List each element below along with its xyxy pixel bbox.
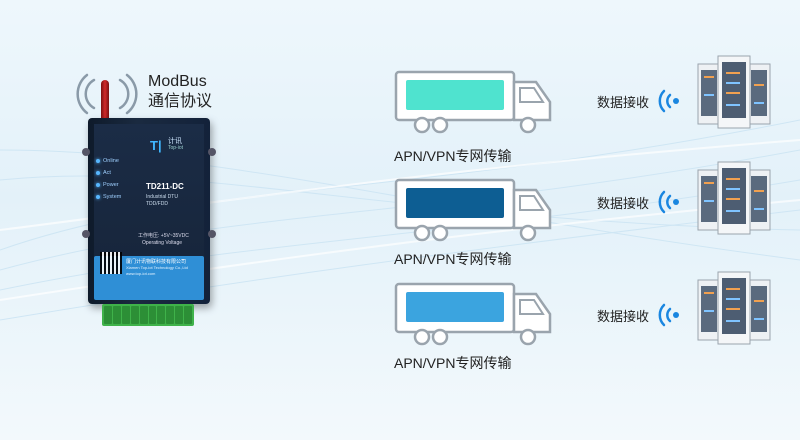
cargo-3	[406, 292, 504, 322]
led-online: Online	[96, 158, 119, 164]
device-brand: 计讯	[168, 138, 182, 145]
mount-hole	[208, 230, 216, 238]
receive-label-2: 数据接收	[597, 196, 650, 211]
server-rack-icon-1	[697, 55, 771, 129]
led-act: Act	[96, 170, 111, 176]
truck-1	[394, 70, 552, 134]
server-rack-icon-2	[697, 161, 771, 235]
led-power: Power	[96, 182, 119, 188]
protocol-name: ModBus	[148, 73, 207, 90]
device-company: 厦门计讯物联科技有限公司	[126, 259, 187, 265]
led-label: Power	[103, 182, 119, 188]
transport-label-2: APN/VPN专网传输	[394, 251, 512, 267]
led-label: Online	[103, 158, 119, 164]
led-label: System	[103, 194, 122, 200]
device-voltage-en: Operating Voltage	[142, 240, 183, 246]
led-label: Act	[103, 170, 111, 176]
antenna-signal-icon	[76, 73, 138, 115]
brand-logo: T|	[150, 138, 162, 153]
device-model-sub1: Industrial DTU	[146, 194, 178, 200]
device-model-sub2: TDD/FDD	[146, 201, 168, 207]
led-system: System	[96, 194, 121, 200]
led-icon	[96, 171, 100, 175]
mount-hole	[82, 230, 90, 238]
led-icon	[96, 195, 100, 199]
truck-3	[394, 282, 552, 346]
mount-hole	[208, 148, 216, 156]
transport-label-1: APN/VPN专网传输	[394, 148, 512, 164]
device-company-en: Xiamen Top-iot Technology Co.,Ltd	[126, 265, 188, 270]
server-rack-icon-3	[697, 271, 771, 345]
led-icon	[96, 159, 100, 163]
led-icon	[96, 183, 100, 187]
qr-code	[100, 252, 122, 274]
dtu-device: T| 计讯 Top-iot Online Act Power System TD…	[78, 118, 220, 304]
signal-icon	[658, 303, 679, 327]
device-brand-en: Top-iot	[168, 145, 184, 151]
antenna	[101, 80, 109, 122]
signal-icon	[658, 190, 679, 214]
receive-label-1: 数据接收	[597, 95, 650, 110]
terminal-block	[102, 304, 194, 326]
device-panel	[94, 124, 204, 258]
protocol-label: ModBus 通信协议	[148, 72, 212, 112]
mount-hole	[82, 148, 90, 156]
device-model: TD211-DC	[146, 182, 184, 191]
transport-label-3: APN/VPN专网传输	[394, 355, 512, 371]
cargo-2	[406, 188, 504, 218]
signal-icon	[658, 89, 679, 113]
device-voltage: 工作电压: +5V~35VDC	[138, 233, 189, 239]
receive-label-3: 数据接收	[597, 309, 650, 324]
cargo-1	[406, 80, 504, 110]
device-website: www.top-iot.com	[126, 271, 156, 276]
protocol-desc: 通信协议	[148, 93, 213, 110]
truck-2	[394, 178, 552, 242]
